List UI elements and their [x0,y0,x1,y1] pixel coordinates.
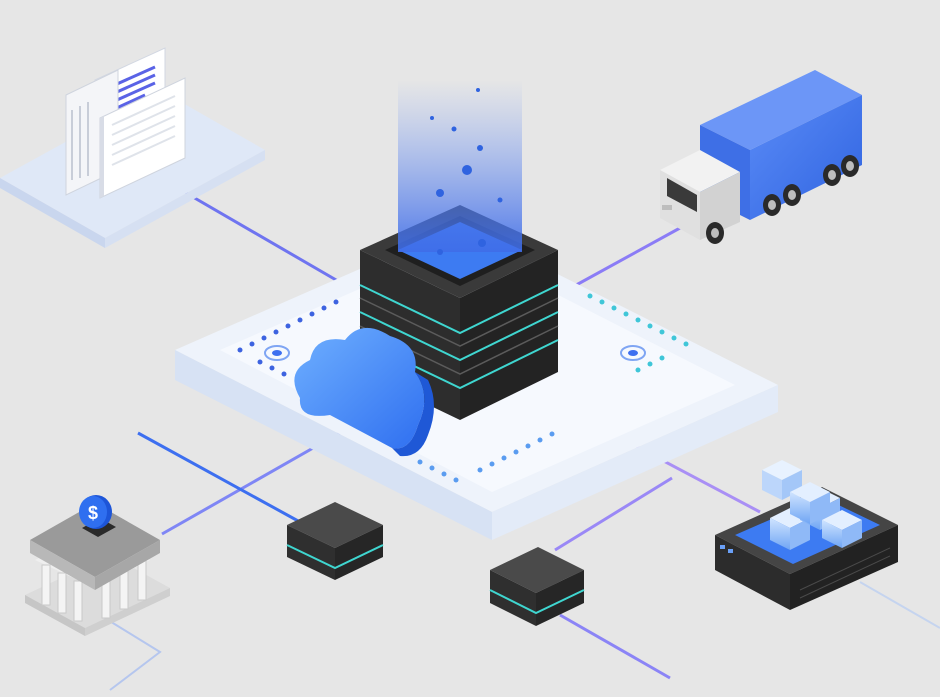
data-beam [398,80,522,255]
link-left-node [137,431,301,524]
platform-dots-right [587,293,689,373]
platform-dots-left [237,299,339,377]
documents-node [0,47,265,248]
link-right-node-down [559,613,671,680]
target-icon-left [264,345,290,361]
bank-icon: $ [25,495,170,636]
edge-node-left [286,502,384,580]
coin-symbol: $ [88,503,98,523]
edge-node-right [489,547,585,626]
truck-icon [660,70,862,244]
coin-icon: $ [79,495,112,529]
platform-dots-bottom [417,431,555,483]
link-truck [557,226,681,297]
storage-server [715,460,898,610]
link-right-node [554,476,673,552]
data-cubes-icon [762,460,862,550]
file-stack-icon [65,69,186,199]
link-bank-down [94,611,162,691]
cloud-icon [294,327,434,457]
link-storage-down [859,581,940,629]
target-icon-right [620,345,646,361]
